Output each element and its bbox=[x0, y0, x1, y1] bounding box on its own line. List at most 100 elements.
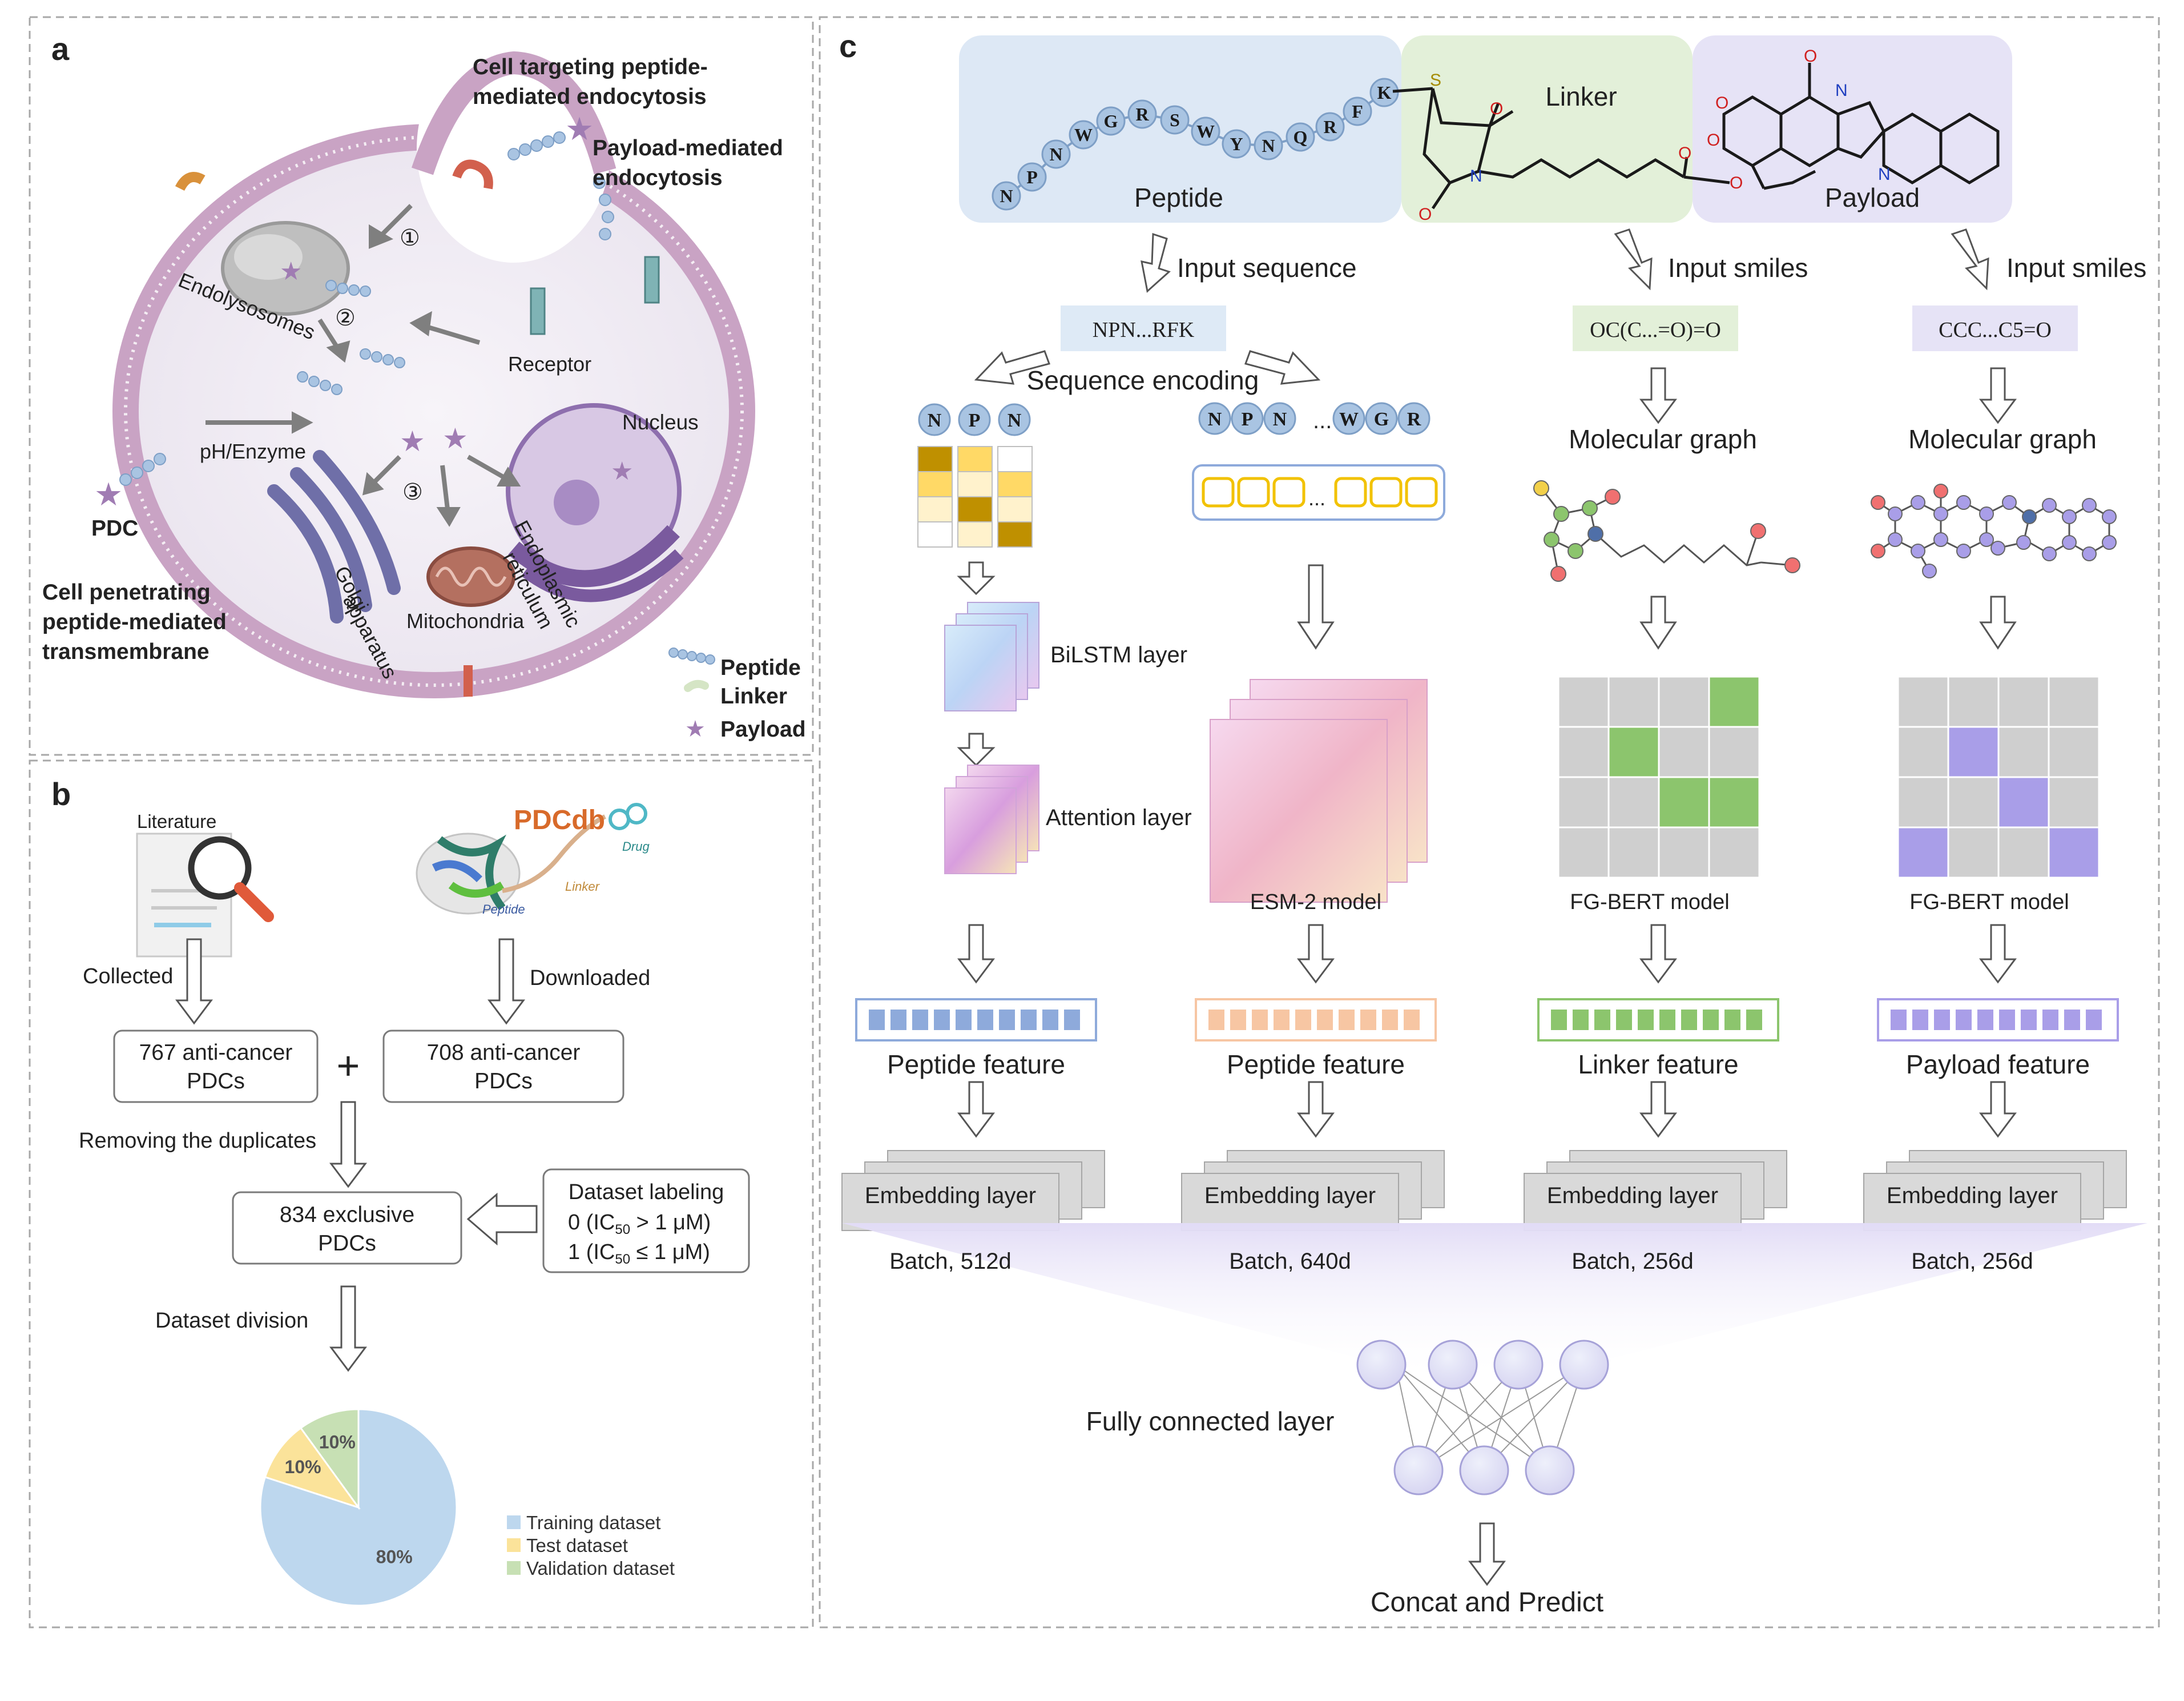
dataset-labeling-box bbox=[542, 1168, 750, 1273]
feature-label-3: Payload feature bbox=[1906, 1049, 2090, 1079]
box-834-line-1: 834 exclusive bbox=[280, 1203, 414, 1227]
panel-c-frame bbox=[819, 16, 2160, 1628]
literature-label: Literature bbox=[137, 811, 216, 832]
label-1-suffix: ≤ 1 μM) bbox=[630, 1240, 710, 1264]
pdc-label: PDC bbox=[91, 516, 138, 541]
feature-cell-2-8 bbox=[1724, 1010, 1740, 1030]
fg-grid-1-cell-0-0 bbox=[1557, 675, 1610, 728]
mitochondria-label: Mitochondria bbox=[406, 609, 525, 633]
fgbert-linker-grid bbox=[1557, 675, 1760, 879]
residue-letter-4: G bbox=[1104, 111, 1118, 131]
pdcdb-drug-label: Drug bbox=[622, 839, 650, 854]
batch-label-0: Batch, 512d bbox=[889, 1249, 1012, 1274]
feature-cell-3-5 bbox=[1999, 1010, 2015, 1030]
attention-label: Attention layer bbox=[1046, 805, 1192, 830]
input-arrows bbox=[1141, 228, 1989, 293]
feature-cell-3-3 bbox=[1956, 1010, 1972, 1030]
residue-letter-9: N bbox=[1262, 135, 1275, 156]
residue-letter-12: F bbox=[1352, 101, 1363, 122]
label-0-line: 0 (IC50 > 1 μM) bbox=[568, 1211, 711, 1237]
residue-letter-10: Q bbox=[1294, 127, 1308, 147]
pie-slice-2 bbox=[299, 1408, 360, 1510]
atom-o-1: O bbox=[1490, 99, 1503, 118]
residue-12 bbox=[1343, 96, 1372, 126]
feature-cell-1-5 bbox=[1317, 1010, 1333, 1030]
residue-letter-1: P bbox=[1026, 167, 1038, 187]
concat-predict-label: Concat and Predict bbox=[1371, 1587, 1603, 1618]
feature-cell-3-6 bbox=[2021, 1010, 2037, 1030]
payload-mediated-label-2: endocytosis bbox=[593, 166, 723, 190]
feature-cell-1-4 bbox=[1295, 1010, 1311, 1030]
fusion-funnel bbox=[842, 1223, 2147, 1382]
cell-penetrating-label-2: peptide-mediated bbox=[42, 610, 227, 634]
esm-token-start-1 bbox=[1231, 402, 1264, 435]
residue-6 bbox=[1160, 105, 1190, 135]
encoding-arrows bbox=[974, 350, 2017, 424]
feature-cell-2-0 bbox=[1551, 1010, 1567, 1030]
payload-structure bbox=[1722, 63, 2000, 190]
fg-grid-1-cell-3-0 bbox=[1557, 826, 1610, 879]
residue-9 bbox=[1254, 131, 1283, 160]
embedding-front-0 bbox=[841, 1173, 1059, 1231]
atom-o-7: O bbox=[1707, 131, 1720, 150]
onehot-cell-1-2 bbox=[997, 471, 1033, 497]
onehot-token-letter-1: P bbox=[969, 410, 981, 431]
residue-13 bbox=[1369, 78, 1399, 107]
esm-token-start-letter-1: P bbox=[1242, 409, 1254, 430]
sequence-encoding-label: Sequence encoding bbox=[1027, 365, 1259, 395]
magnifier-icon bbox=[188, 836, 252, 900]
linker-region-label: Linker bbox=[1545, 82, 1617, 111]
feature-cell-0-5 bbox=[977, 1010, 993, 1030]
fgbert-payload-label: FG-BERT model bbox=[1909, 890, 2069, 914]
svg-text:★: ★ bbox=[611, 457, 633, 486]
feature-cell-0-9 bbox=[1064, 1010, 1080, 1030]
embedding-front-3 bbox=[1863, 1173, 2081, 1231]
label-0-suffix: > 1 μM) bbox=[630, 1211, 711, 1234]
residue-letter-3: W bbox=[1074, 124, 1093, 145]
fg-grid-2-cell-2-3 bbox=[2048, 776, 2100, 829]
onehot-cell-1-1 bbox=[957, 471, 993, 497]
esm-embedding-cells bbox=[1202, 477, 1438, 508]
legend-linker-icon bbox=[684, 679, 709, 692]
legend-payload-icon: ★ bbox=[685, 716, 706, 742]
residue-0 bbox=[992, 181, 1021, 211]
box-834-line-2: PDCs bbox=[318, 1231, 376, 1256]
sequence-value: NPN...RFK bbox=[1093, 318, 1195, 342]
pie-label-2: 10% bbox=[319, 1431, 356, 1452]
feature-cell-1-9 bbox=[1404, 1010, 1420, 1030]
residue-3 bbox=[1069, 120, 1098, 150]
legend-swatch-1 bbox=[507, 1538, 521, 1552]
label-1-sub: 50 bbox=[615, 1252, 630, 1267]
fg-grid-1-cell-2-0 bbox=[1557, 776, 1610, 829]
molecular-graph-linker-label: Molecular graph bbox=[1569, 424, 1757, 454]
fg-grid-1-cell-1-1 bbox=[1607, 726, 1660, 778]
atom-o-5: O bbox=[1804, 47, 1817, 66]
residue-letter-7: W bbox=[1196, 121, 1215, 142]
payload-mediated-label-1: Payload-mediated bbox=[593, 136, 783, 160]
panel-a-label: a bbox=[51, 31, 70, 67]
fg-grid-2-cell-1-0 bbox=[1897, 726, 1949, 778]
batch-label-1: Batch, 640d bbox=[1229, 1249, 1351, 1274]
payload-region bbox=[1693, 35, 2012, 223]
onehot-token-letter-2: N bbox=[1008, 410, 1022, 431]
receptor-label: Receptor bbox=[508, 352, 591, 376]
feature-cell-0-8 bbox=[1042, 1010, 1058, 1030]
fgbert-payload-grid bbox=[1897, 675, 2100, 879]
feature-cell-2-5 bbox=[1659, 1010, 1675, 1030]
peptide-region-label: Peptide bbox=[1134, 183, 1223, 212]
step-3: ③ bbox=[402, 480, 423, 505]
fg-grid-1-cell-1-0 bbox=[1557, 726, 1610, 778]
cell-penetrating-label-3: transmembrane bbox=[42, 640, 209, 664]
feature-label-0: Peptide feature bbox=[887, 1049, 1065, 1079]
legend-swatch-0 bbox=[507, 1515, 521, 1529]
pdcdb-linker-label: Linker bbox=[565, 879, 601, 894]
feature-cell-1-3 bbox=[1274, 1010, 1290, 1030]
input-smiles-payload-label: Input smiles bbox=[2006, 253, 2146, 283]
pdcdb-peptide-label: Peptide bbox=[482, 902, 525, 916]
fg-grid-2-cell-2-2 bbox=[1997, 776, 2050, 829]
fg-grid-1-cell-0-1 bbox=[1607, 675, 1660, 728]
atom-n-payload-2: N bbox=[1878, 165, 1891, 184]
